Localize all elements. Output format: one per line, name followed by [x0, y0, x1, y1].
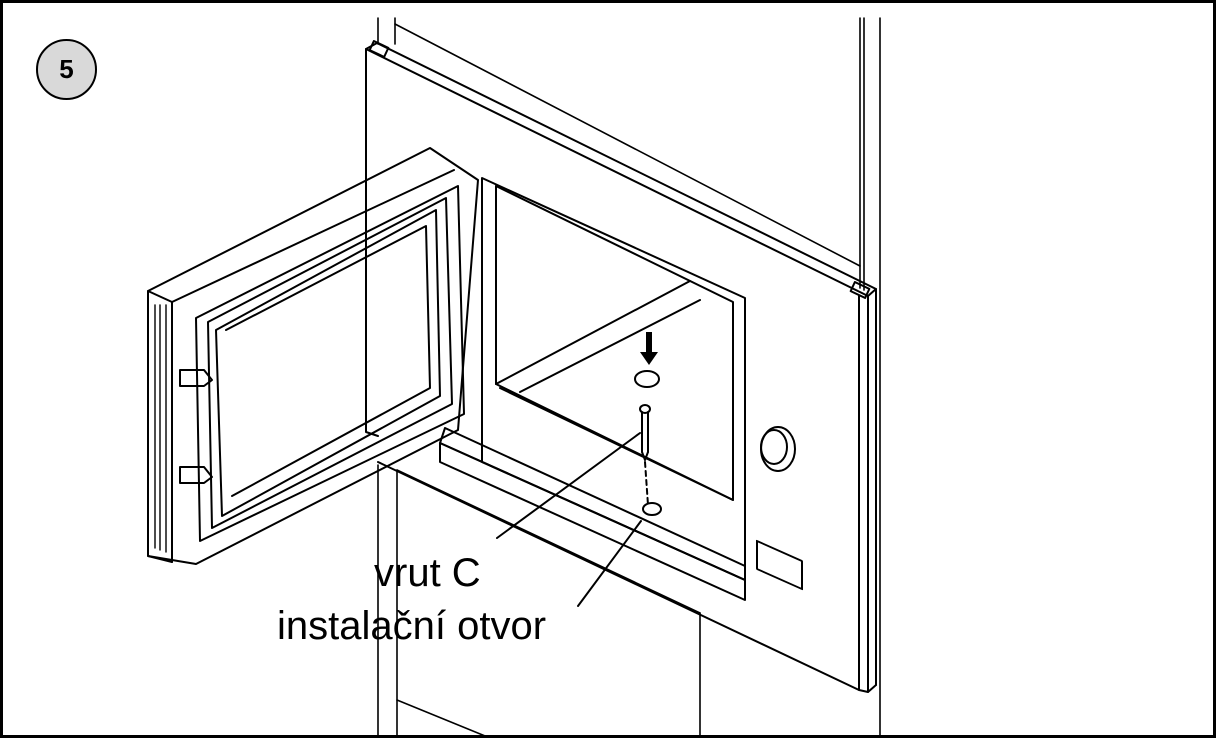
installation-hole-label: instalační otvor	[277, 604, 547, 648]
cabinet	[377, 17, 881, 738]
trim-frame	[365, 40, 877, 693]
control-knob	[760, 426, 796, 472]
display-window	[756, 539, 803, 591]
microwave-door	[147, 147, 479, 565]
installation-hole	[642, 502, 662, 516]
leader-line-screw	[496, 432, 641, 539]
screw-c	[639, 404, 651, 461]
step-number-badge: 5	[36, 39, 97, 100]
oven-cavity	[439, 177, 746, 601]
screw-label: vrut C	[374, 551, 481, 595]
alignment-line	[644, 461, 649, 506]
cover-cap	[634, 370, 660, 388]
leader-line-hole	[577, 520, 642, 607]
down-arrow-icon	[640, 332, 658, 365]
